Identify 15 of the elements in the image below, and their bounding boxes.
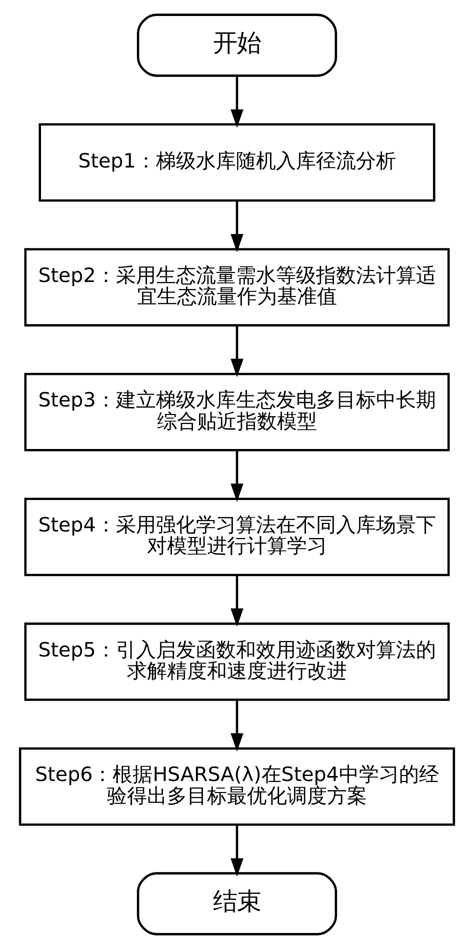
node-box: Step2：采用生态流量需水等级指数法计算适宜生态流量作为基准值 [24,248,450,326]
arrow [230,450,244,502]
arrow [230,325,244,378]
arrow [230,824,244,877]
node-box: Step4：采用强化学习算法在不同入库场景下对模型进行计算学习 [24,498,450,576]
node-box: 开始 [136,14,338,77]
node-box: Step1：梯级水库随机入库径流分析 [38,123,436,202]
node-box: Step3：建立梯级水库生态发电多目标中长期综合贴近指数模型 [24,372,450,452]
node-box: 结束 [136,872,338,936]
arrow [230,700,244,752]
arrow [230,574,244,627]
arrow [230,76,244,128]
arrow [230,200,244,252]
node-box: Step5：引入启发函数和效用迹函数对算法的求解精度和速度进行改进 [24,622,450,701]
node-box: Step6：根据HSARSA(λ)在Step4中学习的经验得出多目标最优化调度方案 [18,747,456,826]
